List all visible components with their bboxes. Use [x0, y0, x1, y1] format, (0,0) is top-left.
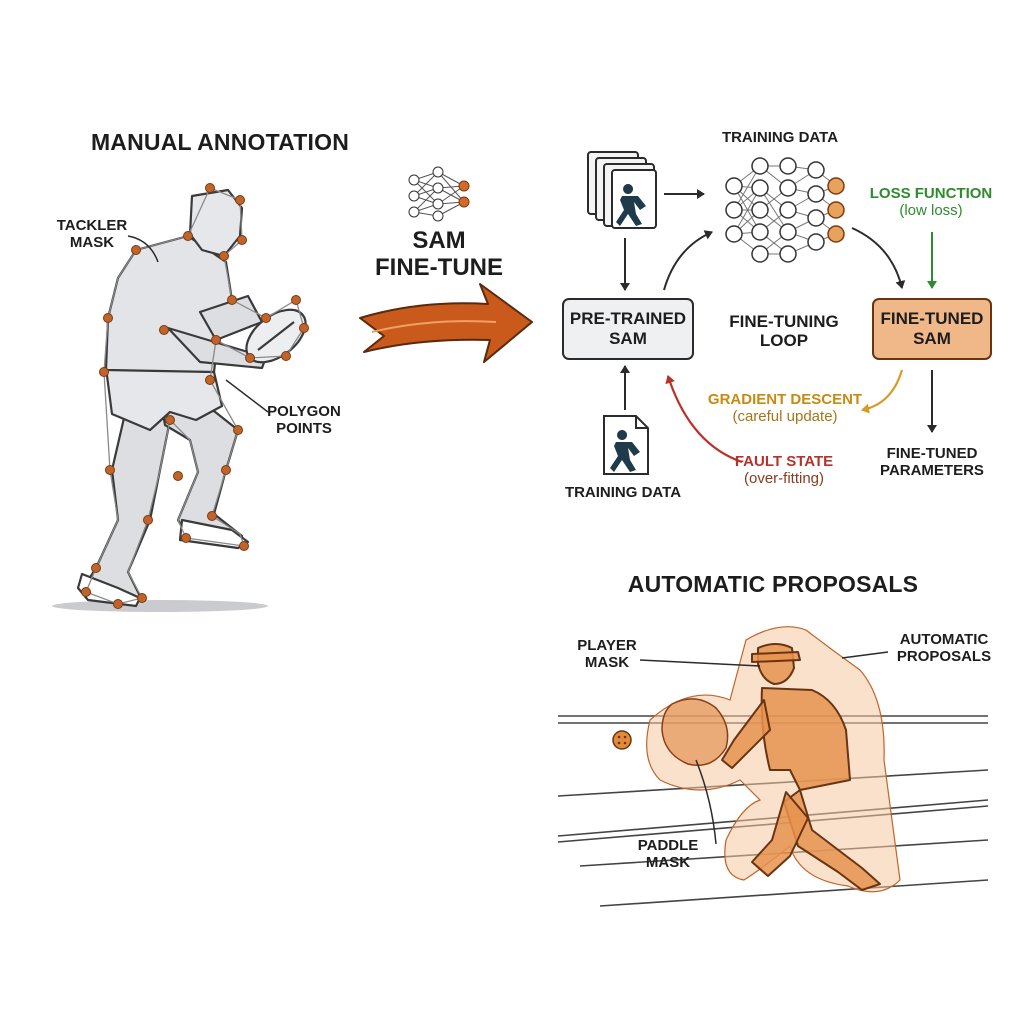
fine-tuning-loop-label: FINE-TUNING LOOP — [716, 312, 852, 350]
polygon-label-line2: POINTS — [276, 419, 332, 437]
neural-net-icon-large — [725, 157, 845, 263]
finetuned-line1: FINE-TUNED — [880, 309, 984, 329]
player-label-line1: PLAYER — [577, 637, 637, 654]
finetuned-line2: SAM — [913, 329, 951, 348]
polygon-points-label: POLYGON POINTS — [256, 403, 352, 438]
polygon-points — [81, 183, 309, 609]
tackler-label-line1: TACKLER — [56, 217, 128, 234]
fault-title: FAULT STATE — [734, 453, 834, 470]
pickleball — [612, 730, 632, 750]
automatic-proposals-label: AUTOMATIC PROPOSALS — [890, 631, 998, 666]
loss-title: LOSS FUNCTION — [869, 185, 993, 202]
ground-shadow — [52, 600, 268, 612]
tackler-leader-line — [127, 235, 159, 263]
loss-function-label: LOSS FUNCTION (low loss) — [856, 185, 1006, 220]
loop-line2: LOOP — [759, 331, 809, 351]
loss-sub: (low loss) — [899, 201, 963, 219]
proposals-label-line2: PROPOSALS — [896, 647, 992, 665]
training-data-top-label: TRAINING DATA — [721, 129, 839, 146]
polygon-label-line1: POLYGON — [267, 403, 341, 420]
fault-sub: (over-fitting) — [743, 469, 825, 487]
paddle-leader-line — [695, 759, 717, 845]
training-data-stack-icon — [587, 151, 657, 229]
finetuned-sam-box: FINE-TUNED SAM — [872, 298, 992, 360]
proposals-label-line1: AUTOMATIC — [899, 631, 989, 648]
automatic-proposals-title: AUTOMATIC PROPOSALS — [627, 571, 919, 597]
player-label-line2: MASK — [584, 653, 630, 671]
rugby-player-figure — [52, 188, 307, 612]
transfer-arrow — [359, 283, 533, 363]
paddle-label-line2: MASK — [645, 853, 691, 871]
pickleball-holes — [617, 735, 627, 745]
tackler-label-line2: MASK — [69, 233, 115, 251]
player-leader-line — [639, 659, 761, 667]
training-data-single-icon — [603, 415, 649, 475]
polygon-leader-line — [225, 379, 269, 413]
pretrained-line1: PRE-TRAINED — [569, 309, 687, 329]
fault-state-label: FAULT STATE (over-fitting) — [724, 453, 844, 488]
player-mask — [721, 643, 881, 891]
manual-annotation-title: MANUAL ANNOTATION — [90, 129, 350, 155]
training-data-bottom-label: TRAINING DATA — [564, 484, 682, 501]
proposals-leader-line — [841, 651, 889, 659]
paddle-label-line1: PADDLE — [637, 837, 699, 854]
fault-arrow — [665, 375, 743, 464]
gradient-title: GRADIENT DESCENT — [707, 391, 863, 408]
gradient-arrow — [861, 369, 904, 414]
net-to-finetuned-arrow — [851, 227, 906, 289]
pretrained-line2: SAM — [609, 329, 647, 348]
finetuned-parameters-label: FINE-TUNED PARAMETERS — [870, 445, 994, 480]
paddle-mask-label: PADDLE MASK — [628, 837, 708, 872]
transfer-arrow-highlight — [371, 320, 497, 333]
player-mask-label: PLAYER MASK — [566, 637, 648, 672]
pretrained-to-net-arrow — [663, 230, 713, 291]
sam-fine-tune-title: SAM FINE-TUNE — [364, 227, 514, 282]
sam-fine-tune-line1: SAM — [412, 227, 466, 254]
paddle-mask — [661, 698, 729, 766]
gradient-sub: (careful update) — [732, 407, 838, 425]
params-line1: FINE-TUNED — [886, 445, 978, 462]
neural-net-icon-small — [408, 166, 470, 222]
gradient-descent-label: GRADIENT DESCENT (careful update) — [702, 391, 868, 426]
tackler-mask-label: TACKLER MASK — [44, 217, 140, 252]
pretrained-sam-box: PRE-TRAINED SAM — [562, 298, 694, 360]
sam-fine-tune-line2: FINE-TUNE — [375, 253, 503, 281]
params-line2: PARAMETERS — [880, 461, 984, 479]
loop-line1: FINE-TUNING — [729, 312, 839, 331]
